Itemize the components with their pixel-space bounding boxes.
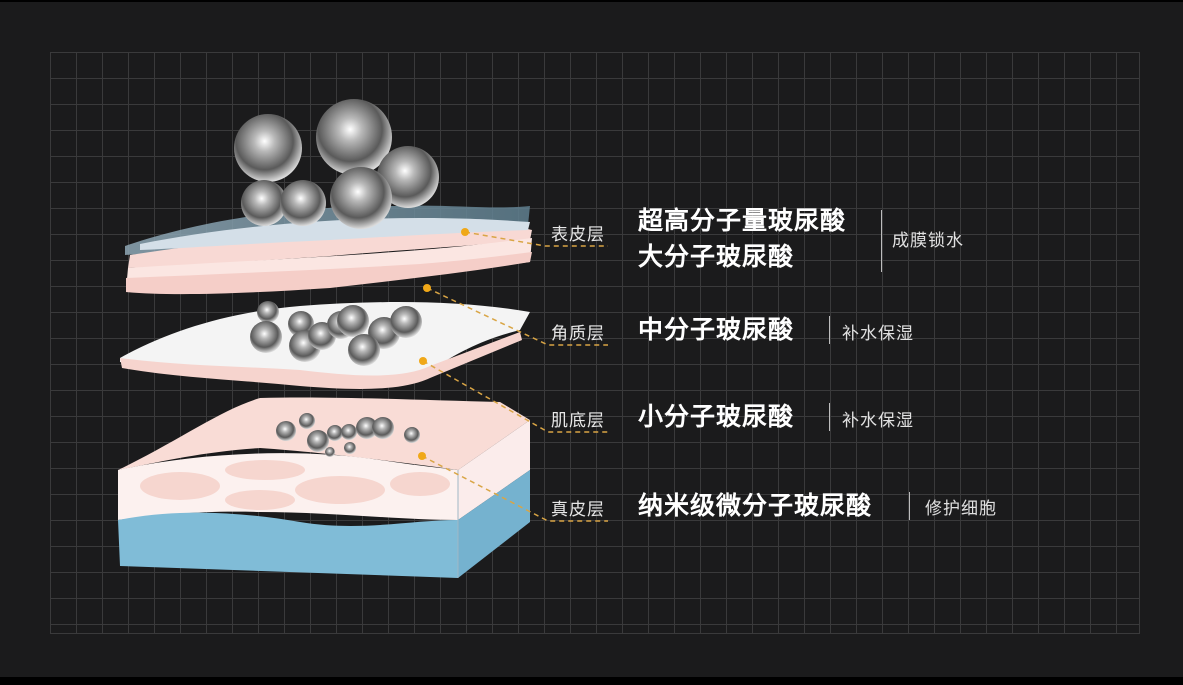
bottom-border [0, 677, 1183, 685]
product-title-small: 小分子玻尿酸 [638, 402, 795, 431]
product-title-ultra-high: 超高分子量玻尿酸 [638, 206, 847, 235]
layer-label-epidermis: 表皮层 [551, 225, 605, 245]
leader-lines [421, 231, 608, 522]
product-title-large: 大分子玻尿酸 [638, 242, 795, 271]
effect-hydrate: 补水保湿 [842, 324, 914, 344]
bubbles-medium-molecular [250, 301, 422, 366]
top-border [0, 0, 1183, 2]
layer-markers [418, 228, 469, 460]
bubbles-ultra-high-molecular [234, 99, 439, 229]
layer-label-dermis: 真皮层 [551, 500, 605, 520]
layer-label-basal: 肌底层 [551, 411, 605, 431]
separator [829, 316, 830, 344]
separator [829, 403, 830, 431]
layer-label-stratum-corneum: 角质层 [551, 324, 605, 344]
product-title-medium: 中分子玻尿酸 [638, 315, 795, 344]
separator [881, 210, 882, 272]
dermis-block [118, 397, 530, 578]
effect-repair-cells: 修护细胞 [925, 499, 997, 519]
effect-hydrate: 补水保湿 [842, 411, 914, 431]
product-title-nano: 纳米级微分子玻尿酸 [638, 491, 873, 520]
effect-film-lock-water: 成膜锁水 [892, 231, 964, 251]
bubbles-small-molecular [276, 413, 420, 457]
separator [909, 492, 910, 520]
epidermis-layer [125, 205, 532, 295]
